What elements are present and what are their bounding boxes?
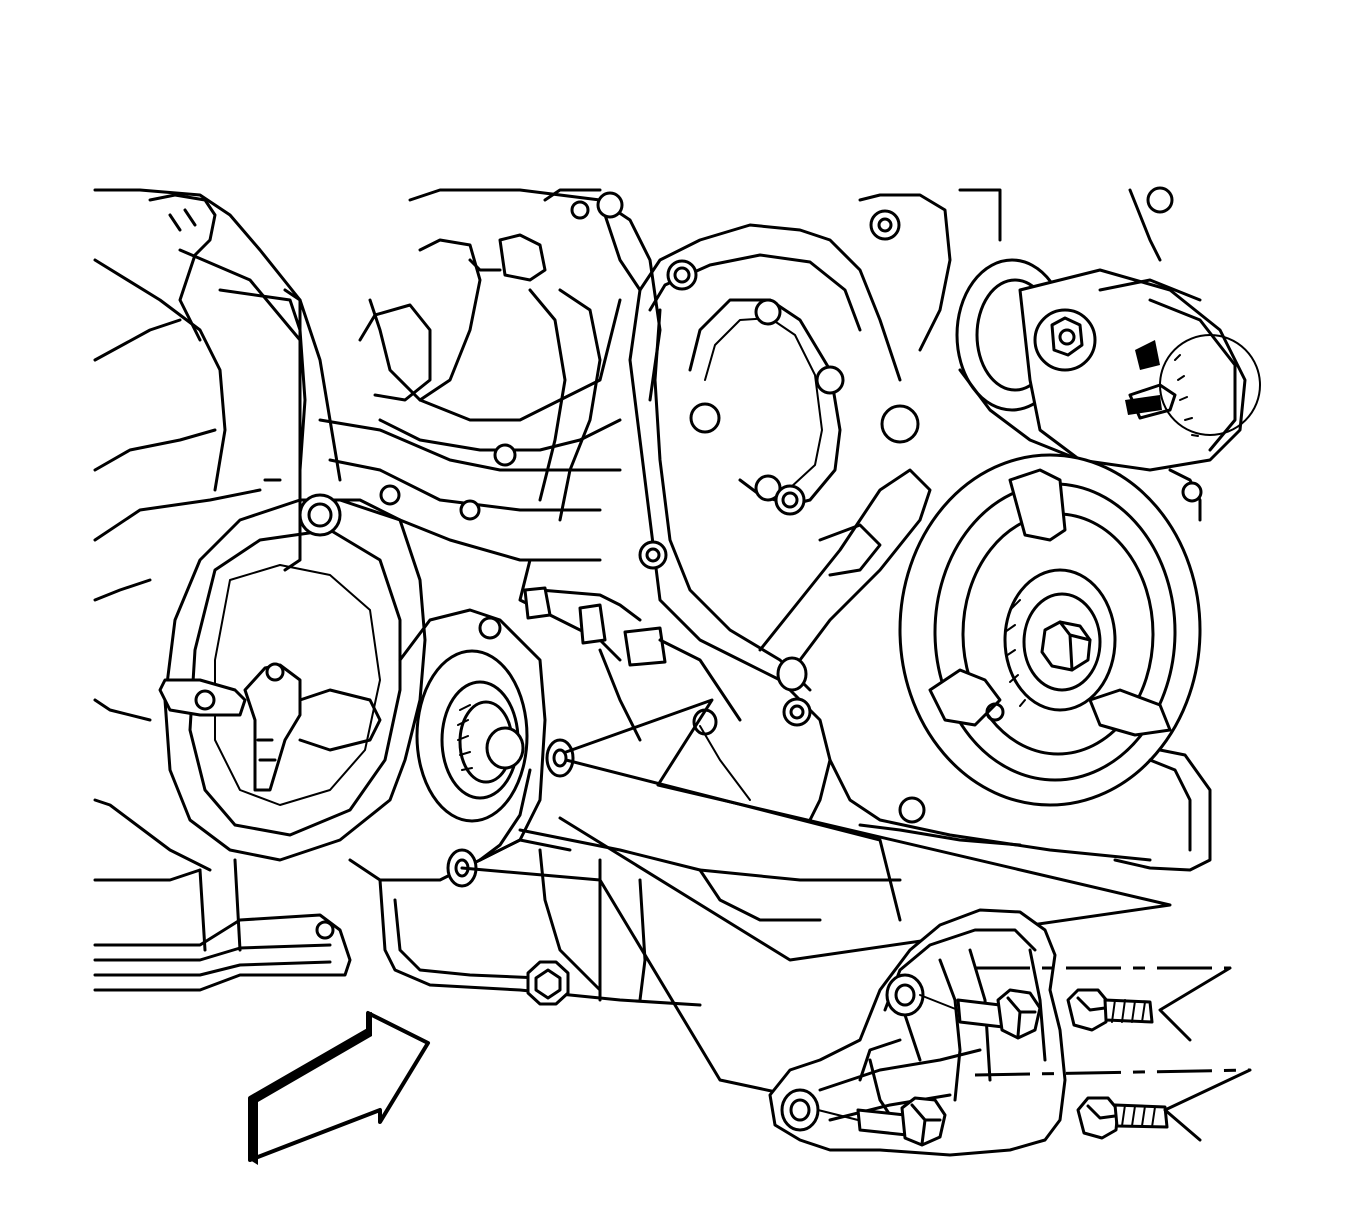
bracket [768,908,1067,1157]
engine-left-section [93,188,427,992]
bracket-bolts [856,988,1169,1147]
water-pump-area [263,188,718,888]
bolt-icon [856,1096,947,1147]
forward-arrow-icon [248,1011,430,1165]
timing-cover [523,223,1152,862]
bolt-icon [1066,988,1154,1032]
bolt-icon [956,988,1042,1040]
crankshaft-balancer [898,453,1212,872]
bolt-icon [1076,1096,1169,1140]
bolt-centerlines [817,966,1252,1142]
leader-lines [460,698,1172,1097]
oil-pan [378,828,902,1007]
drive-belt-tensioner [858,186,1261,522]
